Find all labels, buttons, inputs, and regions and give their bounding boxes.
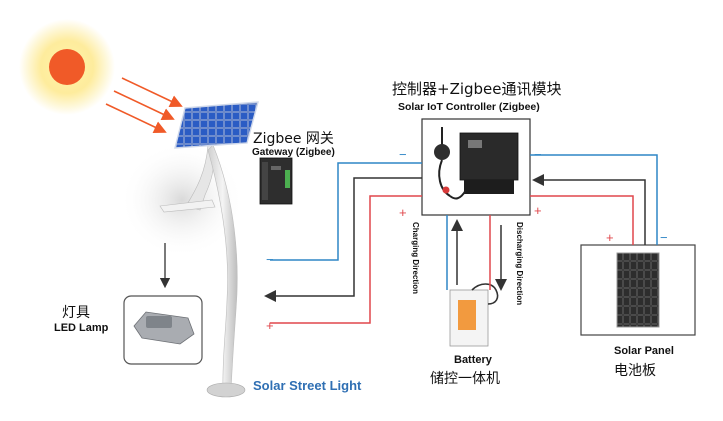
controller-title-en: Solar IoT Controller (Zigbee)	[398, 101, 540, 113]
sun-icon	[19, 19, 115, 115]
panel-positive: +	[606, 230, 614, 245]
lamp-signal-wire	[264, 177, 422, 302]
system-title: Solar Street Light	[253, 378, 362, 393]
panel-negative: −	[660, 230, 668, 245]
sun-rays	[105, 77, 183, 134]
battery-title-cn: 储控一体机	[430, 371, 500, 387]
controller-box	[421, 118, 531, 216]
charging-direction-label: Charging Direction	[411, 222, 420, 295]
discharging-direction-label: Discharging Direction	[515, 222, 524, 306]
lamp-title-en: LED Lamp	[54, 322, 109, 334]
lamp-title-cn: 灯具	[62, 305, 90, 321]
gateway-device-icon	[259, 157, 293, 205]
street-light-pole	[159, 144, 246, 398]
controller-title-cn: 控制器+Zigbee通讯模块	[392, 80, 562, 98]
controller-left-positive: +	[399, 205, 407, 220]
battery-icon	[449, 283, 499, 347]
pole-solar-panel-icon	[174, 101, 259, 149]
lamp-glow	[120, 142, 244, 258]
gateway-title-cn: Zigbee 网关	[253, 131, 334, 147]
panel-title-en: Solar Panel	[614, 345, 674, 357]
led-lamp-box	[123, 295, 203, 365]
solar-panel-box	[580, 244, 696, 336]
lamp-negative: −	[266, 252, 274, 267]
lamp-wires	[264, 162, 422, 324]
panel-signal-wire	[532, 174, 646, 245]
gateway-title-en: Gateway (Zigbee)	[252, 147, 335, 158]
lamp-positive: +	[266, 318, 274, 333]
battery-wires	[446, 215, 507, 291]
controller-right-negative: −	[534, 147, 542, 162]
panel-wires	[530, 154, 658, 245]
battery-title-en: Battery	[454, 354, 492, 366]
panel-title-cn: 电池板	[614, 363, 656, 379]
controller-left-negative: −	[399, 147, 407, 162]
controller-right-positive: +	[534, 203, 542, 218]
